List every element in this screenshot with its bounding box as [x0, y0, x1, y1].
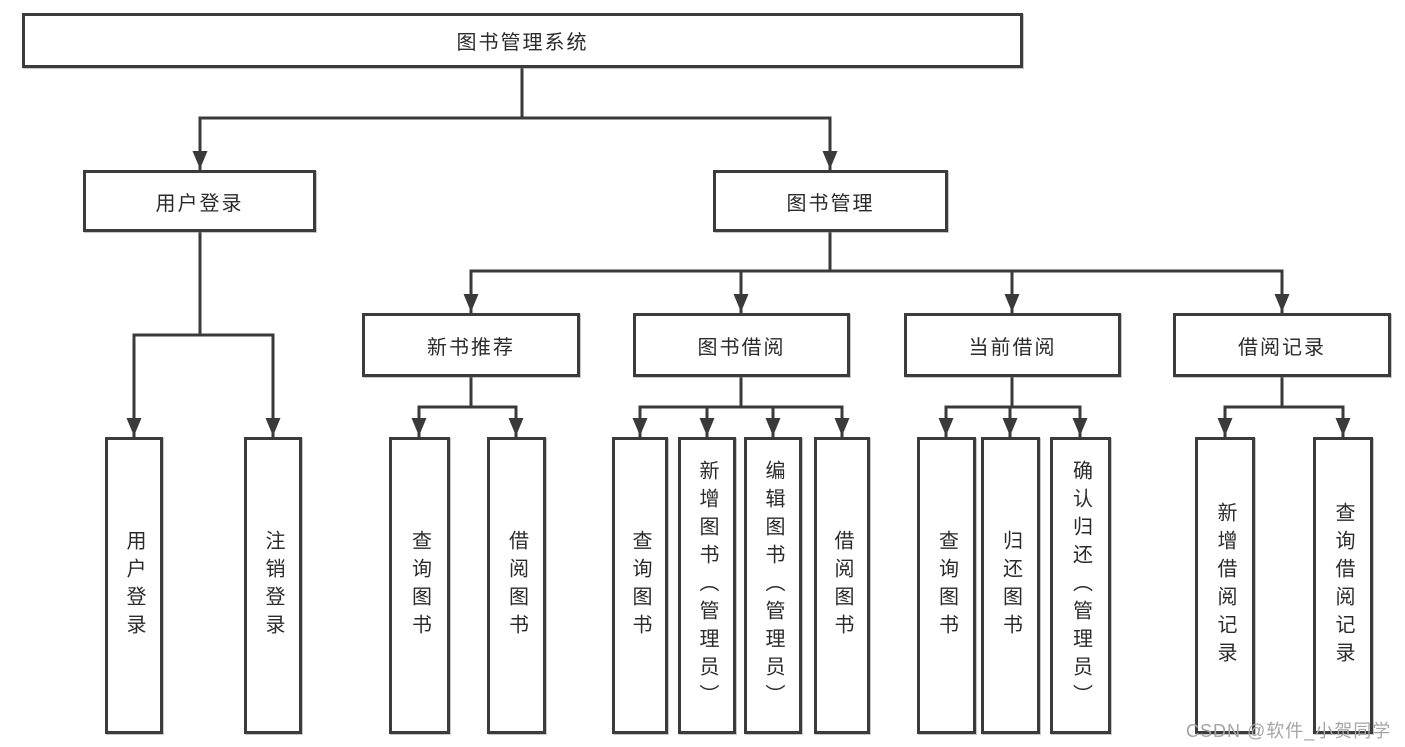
node-new-book-recommend: 新书推荐 — [362, 313, 580, 377]
node-leaf-query-borrow-record: 查询借阅记录 — [1313, 437, 1373, 734]
node-leaf-borrow-books-1: 借阅图书 — [487, 437, 546, 734]
node-leaf-logout: 注销登录 — [244, 437, 302, 734]
node-root-system: 图书管理系统 — [22, 13, 1023, 68]
node-leaf-confirm-return-admin: 确认归还（管理员） — [1050, 437, 1111, 734]
node-user-login: 用户登录 — [83, 170, 316, 232]
node-book-borrow: 图书借阅 — [633, 313, 850, 377]
node-leaf-query-books-1: 查询图书 — [389, 437, 450, 734]
node-book-management: 图书管理 — [713, 170, 948, 232]
node-leaf-return-books: 归还图书 — [981, 437, 1040, 734]
node-leaf-user-login: 用户登录 — [105, 437, 163, 734]
node-leaf-query-books-3: 查询图书 — [917, 437, 976, 734]
node-leaf-edit-books-admin: 编辑图书（管理员） — [744, 437, 802, 734]
node-current-borrow: 当前借阅 — [904, 313, 1121, 377]
csdn-watermark: CSDN @软件_小贺同学 — [1186, 721, 1392, 741]
node-borrow-records: 借阅记录 — [1173, 313, 1391, 377]
node-leaf-query-books-2: 查询图书 — [612, 437, 668, 734]
node-leaf-borrow-books-2: 借阅图书 — [814, 437, 870, 734]
node-leaf-add-borrow-record: 新增借阅记录 — [1195, 437, 1255, 734]
node-leaf-add-books-admin: 新增图书（管理员） — [678, 437, 736, 734]
